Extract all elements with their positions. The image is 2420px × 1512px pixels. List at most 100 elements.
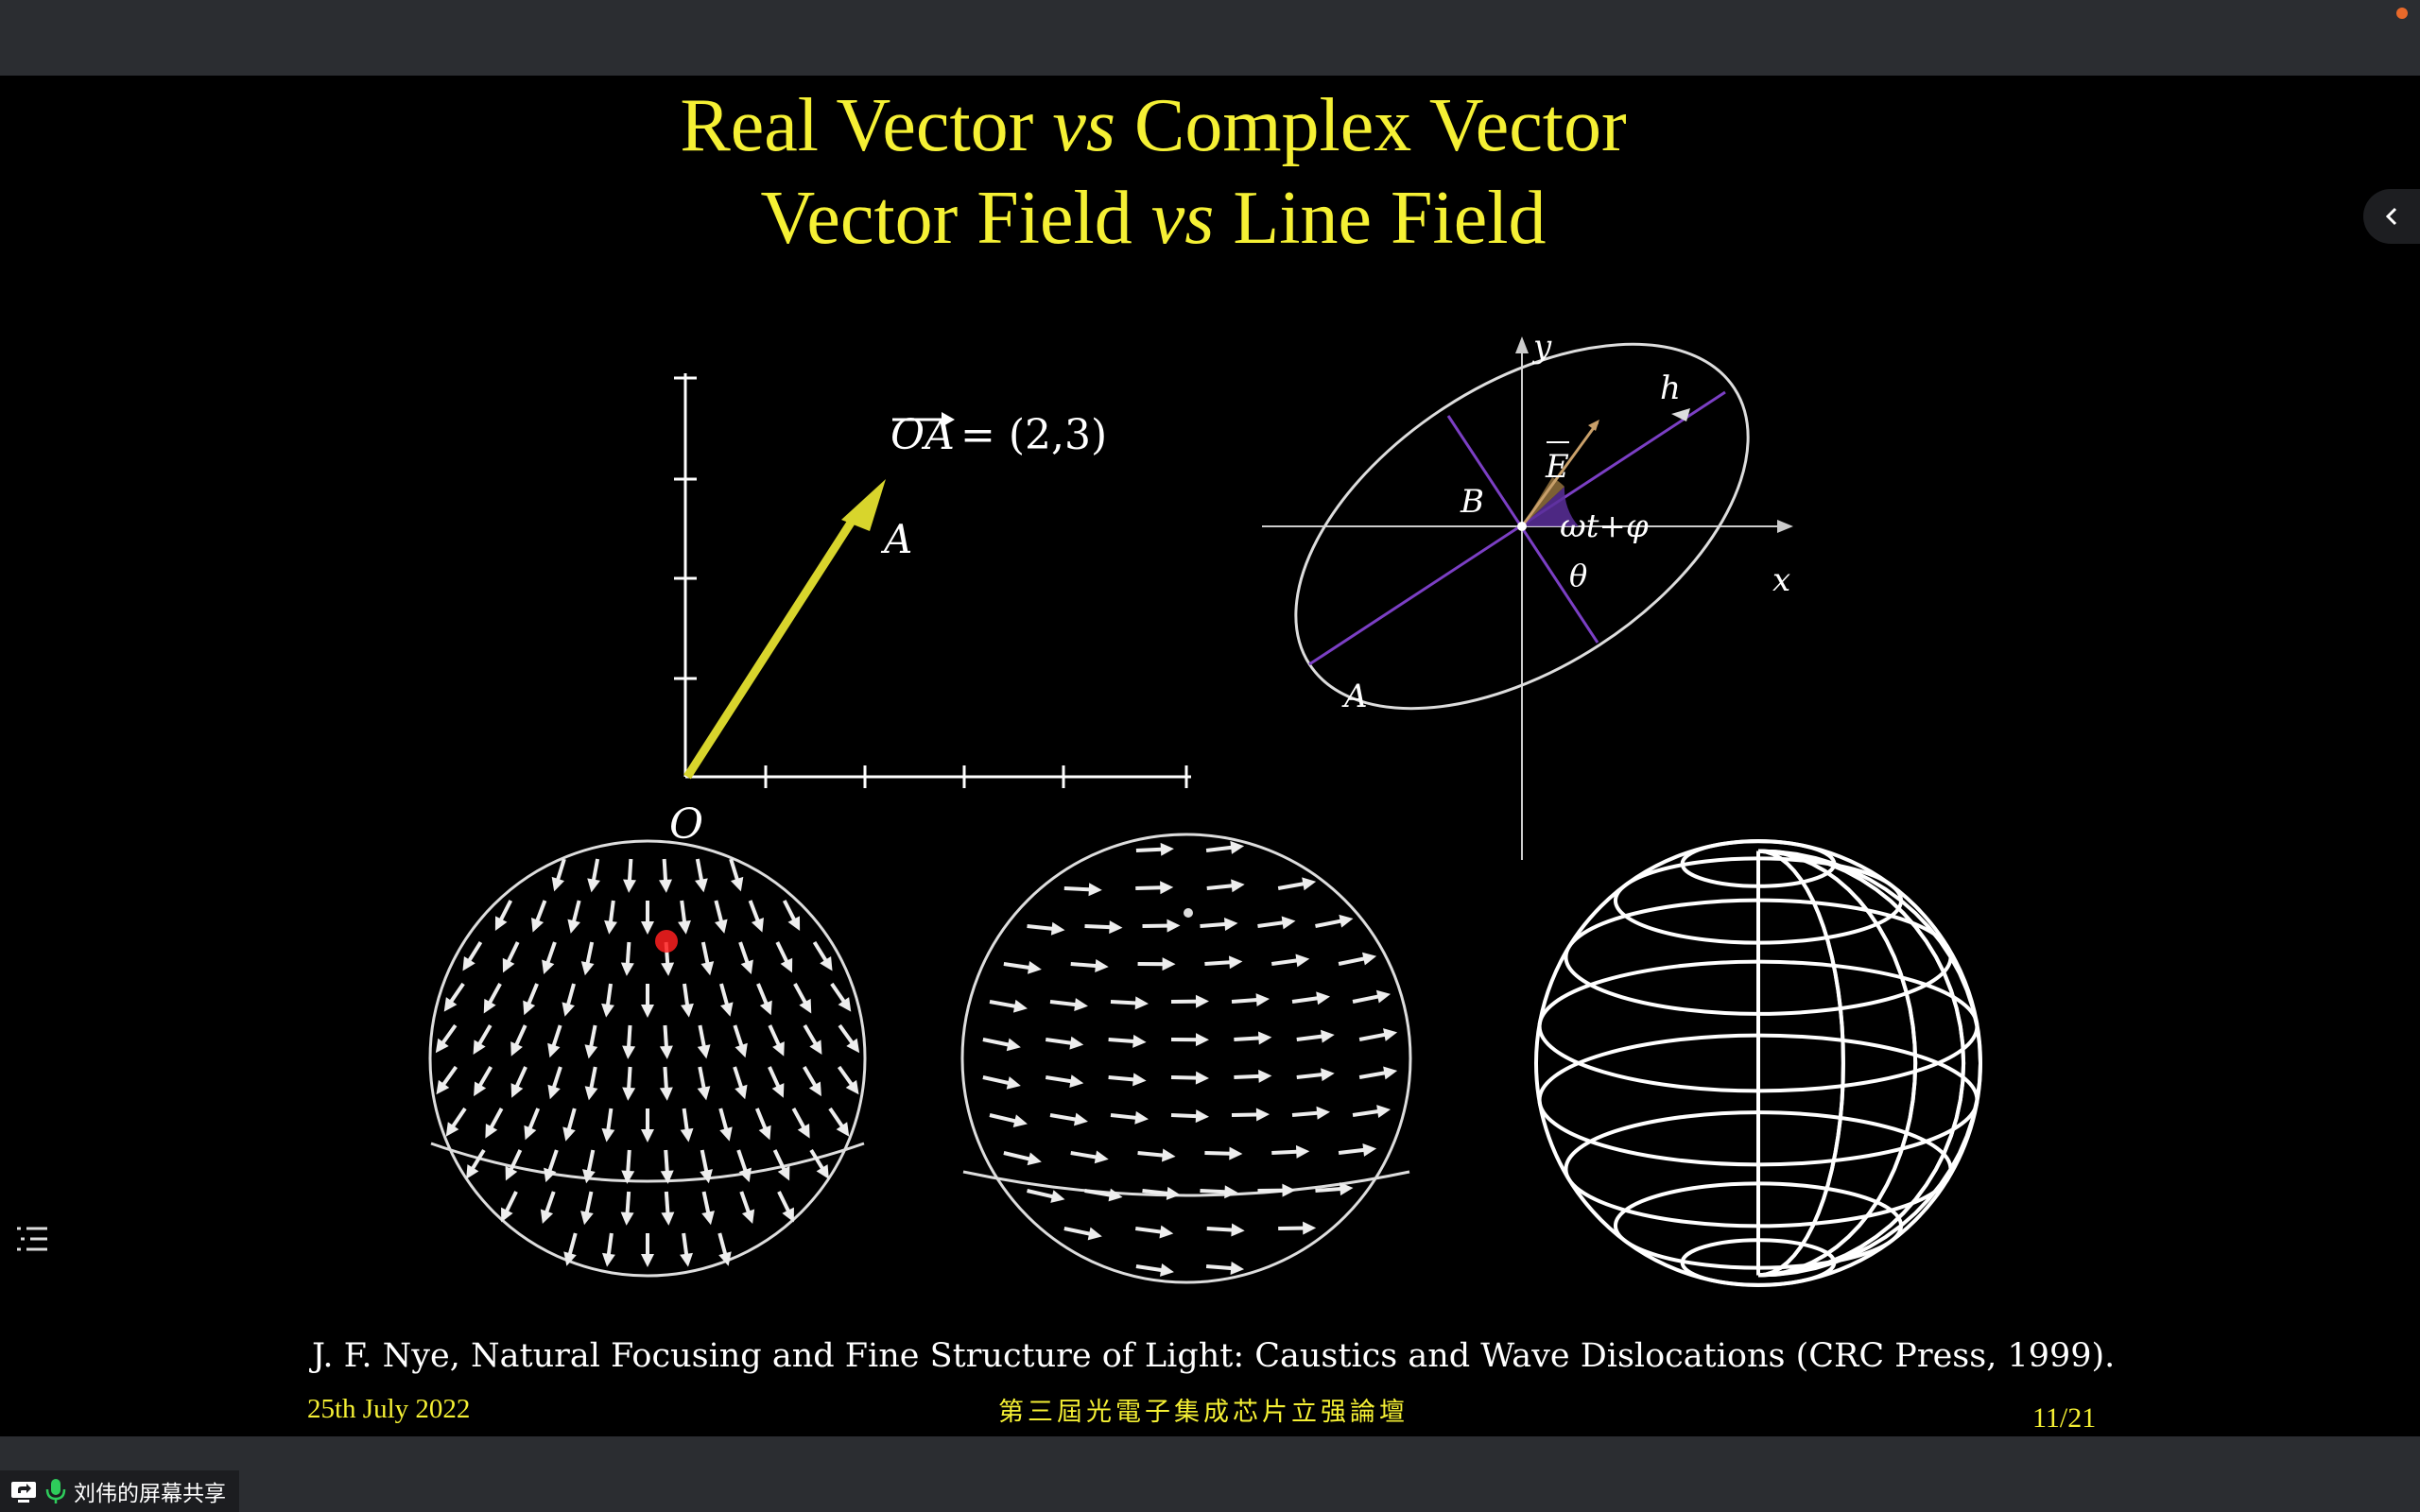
polarization-ellipse-diagram: y x h E B A ωt+φ θ [1262,328,1793,860]
field-arrow-head [641,1254,654,1267]
field-arrow-head [759,1000,772,1016]
field-arrow-head [771,1083,785,1098]
field-arrow-head [808,1081,821,1097]
field-arrow-head [1134,1110,1149,1125]
field-arrow-head [1159,1225,1174,1239]
field-arrow-head [641,1005,654,1018]
field-arrow-head [1316,1106,1331,1120]
field-arrow-head [542,959,555,975]
field-arrow-head [1255,1108,1270,1122]
slide-title-line-1: Real Vector vs Complex Vector [0,83,2307,169]
field-arrow-head [582,1169,596,1184]
field-arrow-head [680,1252,693,1267]
vector-bar-arrowhead [942,412,955,427]
field-arrow-head [1167,919,1181,933]
field-arrow-head [1109,920,1123,935]
field-arrow-head [1295,954,1310,968]
field-arrow-head [1088,883,1102,897]
radial-arrows [435,858,860,1267]
bottom-bar [0,1436,2420,1512]
field-arrow-head [510,1041,523,1057]
field-arrow-head [1069,1074,1084,1089]
screen-share-indicator[interactable]: 刘伟的屏幕共享 [0,1470,239,1512]
field-arrow-head [547,1084,561,1100]
field-arrow-head [1255,993,1270,1007]
field-arrow-head [1050,921,1065,936]
e-field-arrow [1520,421,1599,527]
field-arrow-head [622,1087,636,1101]
field-arrow-head [1223,918,1238,931]
field-arrow-head [502,957,515,973]
field-arrow-head [836,1122,850,1137]
field-arrow-head [1375,989,1392,1004]
field-arrow-head [1160,1263,1174,1277]
collapse-panel-button[interactable] [2363,189,2420,244]
field-arrow-head [1087,1227,1102,1241]
list-icon [17,1227,47,1251]
field-arrow-head [1257,1031,1272,1045]
azimuthal-vector-field-sphere [960,833,1412,1284]
field-arrow-head [551,876,565,892]
field-arrow-head [1074,998,1088,1012]
field-arrow-head [1132,1073,1147,1087]
field-arrow-head [601,1127,615,1143]
helicity-label: h [1660,369,1681,407]
field-arrow-head [1094,1150,1109,1164]
longitude-line [1757,849,1845,1278]
e-field-arrowhead [1588,420,1599,431]
field-arrow-head [1281,916,1296,930]
field-arrow-head [777,1165,790,1181]
field-arrow-head [735,1084,748,1100]
field-arrow-head [641,1129,654,1143]
line-field-grid-sphere [1534,839,1983,1287]
field-arrow-head [718,1251,732,1266]
field-arrow-head [584,1044,598,1059]
y-axis-arrowhead [1515,336,1529,353]
field-arrow-head [523,1000,536,1016]
field-arrow-head [1376,1105,1392,1119]
field-arrow-head [1231,879,1245,893]
field-arrow-head [797,1123,810,1139]
field-arrow-head [700,961,715,976]
vector-equation: = (2,3) [960,411,1107,459]
field-arrow-head [735,1042,748,1058]
sphere-outline [960,833,1412,1284]
field-arrow-head [1339,914,1354,928]
field-arrow-head [845,1079,859,1095]
field-arrow-head [820,955,833,971]
field-arrow-head [547,1042,561,1058]
field-arrow-head [443,997,458,1012]
field-arrow-head [436,1079,450,1095]
title-complex-vector: Complex Vector [1133,84,1627,167]
field-arrow-head [1160,881,1174,895]
radial-vector-field-sphere [428,839,867,1278]
field-arrow-head [567,919,580,934]
slide-date: 25th July 2022 [307,1394,471,1424]
sphere-equator [430,1142,865,1183]
share-label: 刘伟的屏幕共享 [74,1482,226,1506]
microphone-icon[interactable] [45,1477,66,1505]
field-arrow-head [838,997,852,1012]
citation: J. F. Nye, Natural Focusing and Fine Str… [312,1337,2116,1375]
field-arrow-head [1134,996,1149,1010]
field-arrow-head [740,959,753,975]
field-arrow-head [659,1087,673,1101]
chevron-left-icon [2385,207,2397,226]
outline-list-button[interactable] [13,1223,51,1257]
sphere-pole [1184,908,1193,918]
field-arrow-head [580,1211,594,1226]
major-axis [1308,390,1726,666]
field-arrow-head [580,961,595,976]
field-arrow-head [1161,1148,1176,1162]
field-arrow-head [1166,1186,1181,1200]
field-arrow-head [1050,1190,1065,1203]
helicity-arrowhead [1671,408,1690,421]
field-arrow-head [1069,1036,1084,1050]
field-arrow-head [738,1167,752,1183]
field-arrow-head [604,919,617,935]
field-arrow-head [494,916,508,932]
screen-share-icon [11,1482,36,1503]
field-arrow-head [1006,1038,1021,1052]
field-arrow-head [1340,1182,1354,1196]
field-arrow-head [563,1251,577,1266]
